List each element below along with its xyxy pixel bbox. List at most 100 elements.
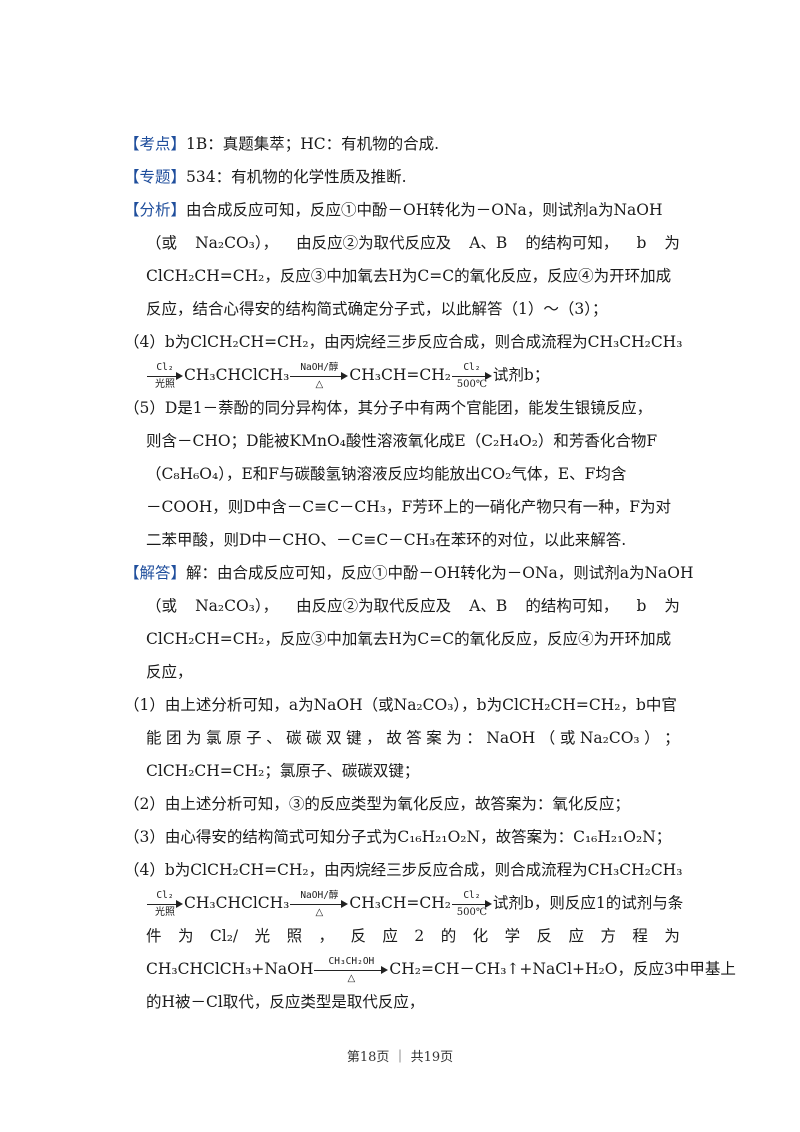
fenxi5-line-4: －COOH，则D中含－C≡C－CH₃，F芳环上的一硝化产物只有一种，F为对 <box>146 498 672 516</box>
word: （ <box>539 729 556 747</box>
jieda-line-2: （或 Na₂CO₃）， 由反应②为取代反应及 A、B 的结构可知， b 为 <box>146 590 680 622</box>
word: 程 <box>632 927 648 945</box>
arrow-condition: 500℃ <box>456 907 488 918</box>
q3-line-1: （3）由心得安的结构简式可知分子式为C₁₆H₂₁O₂N，故答案为：C₁₆H₂₁O… <box>124 828 672 846</box>
fenxi-line-4: 反应，结合心得安的结构简式确定分子式，以此解答（1）～（3）； <box>146 300 608 318</box>
arrow-condition: 光照 <box>155 379 175 390</box>
arrow-condition: Cl₂ <box>156 362 174 373</box>
page-footer: 第18页 ｜ 共19页 <box>346 1050 454 1065</box>
reaction-arrow: NaOH/醇 △ <box>290 889 349 919</box>
word: 碳 <box>306 729 322 747</box>
word: A、B <box>469 597 508 615</box>
word: 化 <box>472 927 489 945</box>
arrow-condition: Cl₂ <box>156 890 174 901</box>
q4-line-5: 的H被－Cl取代，反应类型是取代反应， <box>146 993 425 1011</box>
fenxi-line-1: 【分析】由合成反应可知，反应①中酚－OH转化为－ONa，则试剂a为NaOH <box>124 194 663 226</box>
jieda-text-1: 解：由合成反应可知，反应①中酚－OH转化为－ONa，则试剂a为NaOH <box>186 564 694 582</box>
arrow-condition: △ <box>315 907 324 918</box>
fenxi5-line-5: 二苯甲酸，则D中－CHO、－C≡C－CH₃在苯环的对位，以此来解答. <box>146 531 627 549</box>
q4-line-1: （4）b为ClCH₂CH=CH₂，由丙烷经三步反应合成，则合成流程为CH₃CH₂… <box>124 861 683 879</box>
word: A、B <box>469 234 508 252</box>
word: 照 <box>286 927 303 945</box>
word: Na₂CO₃）， <box>195 597 279 615</box>
word: 的 <box>440 927 457 945</box>
arrow-condition: Cl₂ <box>463 362 481 373</box>
word: 由反应②为取代反应及 <box>296 597 452 615</box>
word: 为 <box>664 927 680 945</box>
fenxi-line-3: ClCH₂CH=CH₂，反应③中加氧去H为C=C的氧化反应，反应④为开环加成 <box>146 267 672 285</box>
kaodian-tag: 【考点】 <box>124 135 187 153</box>
arrow-condition: CH₃CH₂OH <box>328 956 375 967</box>
fenxi5-line-1: （5）D是1－萘酚的同分异构体，其分子中有两个官能团，能发生银镜反应， <box>124 399 653 417</box>
jieda-line-3: ClCH₂CH=CH₂，反应③中加氧去H为C=C的氧化反应，反应④为开环加成 <box>146 630 672 648</box>
word: 学 <box>504 927 521 945</box>
q1-line-1: （1）由上述分析可知，a为NaOH（或Na₂CO₃），b为ClCH₂CH=CH₂… <box>124 696 677 714</box>
word: 子 <box>246 729 262 747</box>
word: 的结构可知， <box>525 597 619 615</box>
fenxi-tag: 【分析】 <box>124 201 187 219</box>
formula: CH₃CH=CH₂ <box>349 366 451 384</box>
word: 团 <box>166 729 182 747</box>
word: 氯 <box>206 729 222 747</box>
arrow-condition: NaOH/醇 <box>300 362 339 373</box>
word: ： <box>466 729 482 747</box>
word: 为 <box>177 927 194 945</box>
word: 或 <box>559 729 576 747</box>
reaction-arrow: Cl₂ 光照 <box>147 889 183 919</box>
word: （或 <box>146 597 178 615</box>
word: 键 <box>346 729 362 747</box>
jieda-line-4: 反应， <box>146 663 193 681</box>
jieda-line-1: 【解答】解：由合成反应可知，反应①中酚－OH转化为－ONa，则试剂a为NaOH <box>124 557 694 589</box>
fenxi4-line-2: Cl₂ 光照 CH₃CHClCH₃ NaOH/醇 △ CH₃CH=CH₂ Cl₂… <box>146 359 549 391</box>
q1-line-2: 能 团 为 氯 原 子 、 碳 碳 双 键 ， 故 答 案 为 ： NaOH （… <box>146 722 680 754</box>
word: 方 <box>600 927 616 945</box>
zhuanti-text: 534：有机物的化学性质及推断. <box>186 168 407 186</box>
word: 光 <box>254 927 271 945</box>
word: 应 <box>382 927 398 945</box>
fenxi4-line-1: （4）b为ClCH₂CH=CH₂，由丙烷经三步反应合成，则合成流程为CH₃CH₂… <box>124 333 683 351</box>
word: Na₂CO₃）， <box>195 234 279 252</box>
formula: 试剂b，则反应1的试剂与条 <box>492 894 684 912</box>
q4-line-2: Cl₂ 光照 CH₃CHClCH₃ NaOH/醇 △ CH₃CH=CH₂ Cl₂… <box>146 887 683 919</box>
q2-line-1: （2）由上述分析可知，③的反应类型为氧化反应，故答案为：氧化反应； <box>124 795 630 813</box>
word: 双 <box>326 729 342 747</box>
word: 由反应②为取代反应及 <box>296 234 452 252</box>
arrow-condition: △ <box>315 379 324 390</box>
formula: CH₃CHClCH₃ <box>184 894 290 912</box>
word: 反 <box>350 927 366 945</box>
word: 能 <box>146 729 162 747</box>
word: ， <box>366 729 382 747</box>
word: 答 <box>406 729 422 747</box>
word: 2 <box>414 927 425 945</box>
formula: CH₂=CH－CH₃↑+NaCl+H₂O，反应3中甲基上 <box>389 960 736 978</box>
word: ； <box>664 729 680 747</box>
word: 为 <box>664 597 680 615</box>
word: （或 <box>146 234 178 252</box>
kaodian-text: 1B：真题集萃；HC：有机物的合成. <box>186 135 440 153</box>
word: 为 <box>186 729 202 747</box>
word: 原 <box>226 729 242 747</box>
word: b <box>636 597 647 615</box>
word: 反 <box>536 927 553 945</box>
q1-line-3: ClCH₂CH=CH₂；氯原子、碳碳双键； <box>146 762 420 780</box>
word: 的结构可知， <box>525 234 619 252</box>
reaction-arrow: CH₃CH₂OH △ <box>314 955 389 985</box>
word: 碳 <box>286 729 302 747</box>
word: 故 <box>386 729 402 747</box>
kaodian-line: 【考点】1B：真题集萃；HC：有机物的合成. <box>124 128 439 160</box>
word: 应 <box>568 927 585 945</box>
word: 为 <box>664 234 680 252</box>
arrow-condition: 500℃ <box>456 379 488 390</box>
formula: 试剂b； <box>492 366 550 384</box>
word: ） <box>644 729 660 747</box>
zhuanti-line: 【专题】534：有机物的化学性质及推断. <box>124 161 407 193</box>
formula: CH₃CHClCH₃ <box>184 366 290 384</box>
word: 案 <box>426 729 442 747</box>
fenxi-text-1: 由合成反应可知，反应①中酚－OH转化为－ONa，则试剂a为NaOH <box>186 201 663 219</box>
word: Na₂CO₃ <box>579 729 640 747</box>
zhuanti-tag: 【专题】 <box>124 168 187 186</box>
formula: CH₃CHClCH₃+NaOH <box>146 960 314 978</box>
word: Cl₂/ <box>209 927 239 945</box>
arrow-condition: △ <box>347 973 356 984</box>
